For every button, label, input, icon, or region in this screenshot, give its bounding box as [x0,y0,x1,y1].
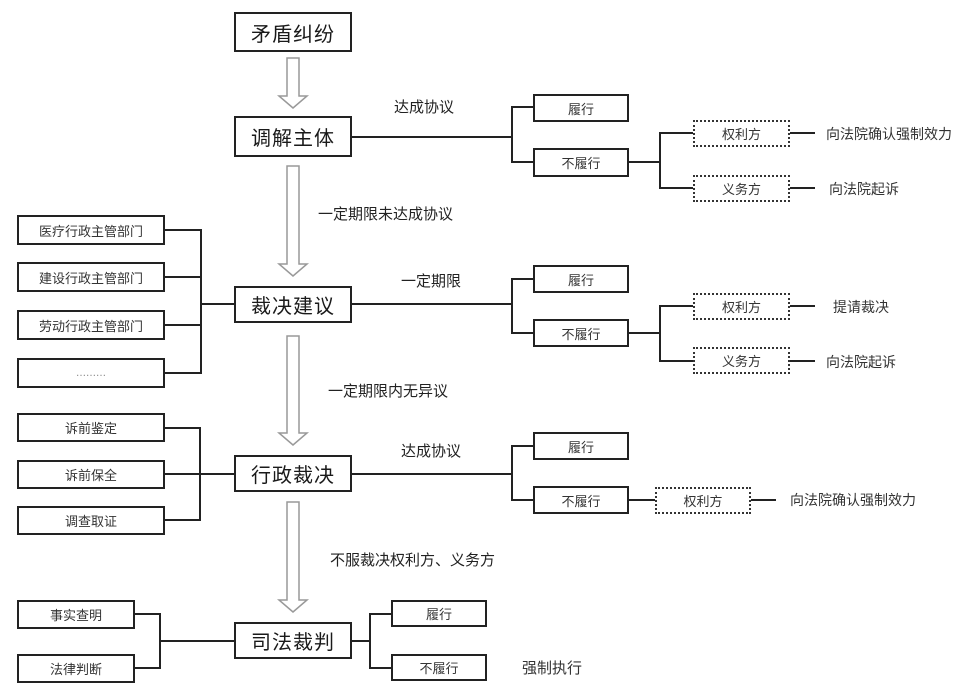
input-node: 法律判断 [17,654,135,683]
branch-label: 达成协议 [401,442,462,460]
not-perform-node: 不履行 [533,486,629,514]
rights-party-node: 权利方 [693,293,790,320]
input-node: 调查取证 [17,506,165,535]
input-node-ellipsis: ……… [17,358,165,388]
perform-node: 履行 [533,265,629,293]
connector-line [659,305,693,362]
not-perform-node: 不履行 [391,654,487,681]
input-node: 医疗行政主管部门 [17,215,165,245]
input-node: 建设行政主管部门 [17,262,165,292]
not-perform-node: 不履行 [533,148,629,177]
connector-line [369,613,391,669]
outcome-text: 强制执行 [522,659,583,677]
outcome-text: 向法院确认强制效力 [826,127,952,143]
transition-label: 不服裁决权利方、义务方 [330,551,496,569]
down-arrow-icon [276,501,310,613]
stage-admin-ruling-node: 行政裁决 [234,455,352,492]
outcome-text: 向法院确认强制效力 [790,493,916,509]
down-arrow-icon [276,335,310,446]
transition-label: 一定期限未达成协议 [318,205,454,223]
connector-line [511,278,533,334]
outcome-text: 向法院起诉 [826,355,896,371]
perform-node: 履行 [533,94,629,122]
rights-party-node: 权利方 [693,120,790,147]
branch-label: 一定期限 [401,272,462,290]
not-perform-node: 不履行 [533,319,629,347]
stage-mediation-node: 调解主体 [234,116,352,157]
connector-line [511,445,533,501]
rights-party-node: 权利方 [655,487,751,514]
input-node: 劳动行政主管部门 [17,310,165,340]
input-node: 诉前鉴定 [17,413,165,442]
obligation-party-node: 义务方 [693,175,790,202]
obligation-party-node: 义务方 [693,347,790,374]
connector-line [511,106,533,163]
connector-line [659,132,693,189]
input-node: 事实查明 [17,600,135,629]
perform-node: 履行 [533,432,629,460]
connector-line [135,613,161,669]
input-node: 诉前保全 [17,460,165,489]
down-arrow-icon [276,165,310,277]
connector-line [165,229,202,374]
transition-label: 一定期限内无异议 [328,382,449,400]
stage-ruling-suggestion-node: 裁决建议 [234,286,352,323]
stage-judicial-node: 司法裁判 [234,622,352,659]
perform-node: 履行 [391,600,487,627]
down-arrow-icon [276,57,310,109]
branch-label: 达成协议 [394,98,455,116]
start-node: 矛盾纠纷 [234,12,352,52]
outcome-text: 向法院起诉 [829,182,899,198]
outcome-text: 提请裁决 [833,300,889,316]
ellipsis-text: ……… [76,367,106,379]
